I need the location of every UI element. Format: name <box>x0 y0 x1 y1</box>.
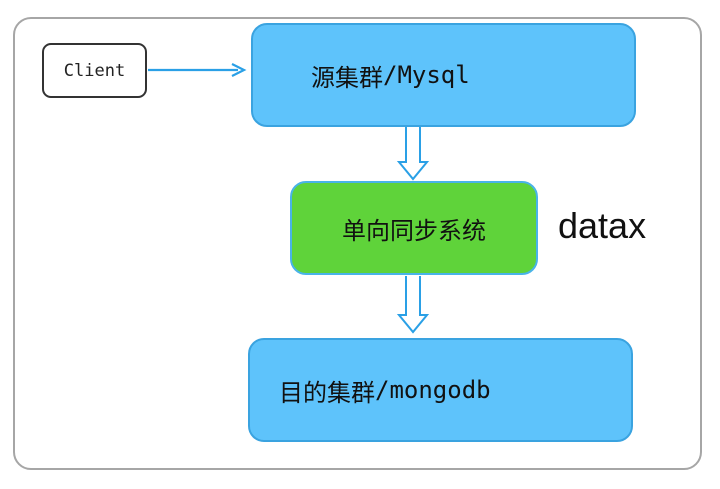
source-cluster-box: 源集群/Mysql <box>251 23 636 127</box>
client-to-source-arrow <box>148 63 247 77</box>
destination-cluster-label-cjk: 目的集群 <box>279 378 375 407</box>
sync-system-box: 单向同步系统 <box>290 181 538 275</box>
source-cluster-label-name: Mysql <box>397 61 470 89</box>
destination-cluster-label-separator: / <box>375 376 390 404</box>
client-box: Client <box>42 43 147 98</box>
destination-cluster-label-name: mongodb <box>389 376 491 404</box>
destination-cluster-box: 目的集群/mongodb <box>248 338 633 442</box>
sync-system-label: 单向同步系统 <box>342 216 486 245</box>
client-label: Client <box>63 60 126 81</box>
source-to-sync-arrow <box>396 127 430 181</box>
source-cluster-label-separator: / <box>383 61 398 89</box>
sync-to-destination-arrow <box>396 276 430 334</box>
tool-label: datax <box>558 205 647 246</box>
source-cluster-label-cjk: 源集群 <box>311 63 383 92</box>
